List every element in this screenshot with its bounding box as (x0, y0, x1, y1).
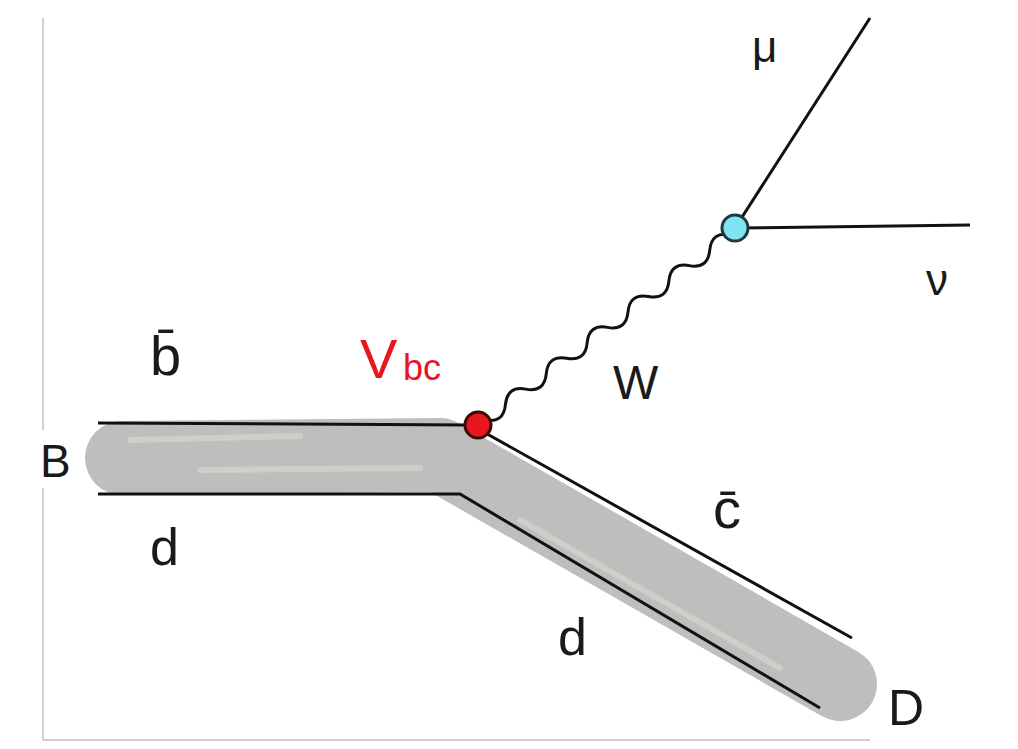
anti-b-quark-line (98, 423, 470, 425)
frame-line (43, 739, 870, 741)
frame-line (42, 488, 44, 740)
d-quark-line (98, 494, 820, 708)
particle-label: μ (752, 25, 777, 69)
particle-label: ν (926, 258, 948, 302)
band-texture (130, 436, 780, 668)
quark-label: b̄ (150, 328, 181, 384)
w-boson-wave (485, 234, 730, 420)
meson-label: B (40, 438, 71, 484)
vertex-dot (465, 412, 491, 438)
quark-label: d (150, 521, 179, 573)
quark-label: c̄ (713, 481, 741, 537)
ckm-label: V (360, 331, 397, 387)
frame-line (42, 18, 44, 430)
ckm-subscript: bc (403, 350, 441, 386)
boson-label: W (613, 359, 658, 407)
quark-label: d (558, 611, 587, 663)
meson-label: D (888, 683, 924, 733)
vertex-dot (722, 215, 748, 241)
anti-c-quark-line (480, 430, 852, 638)
muon-line (735, 18, 870, 228)
neutrino-line (735, 225, 970, 228)
